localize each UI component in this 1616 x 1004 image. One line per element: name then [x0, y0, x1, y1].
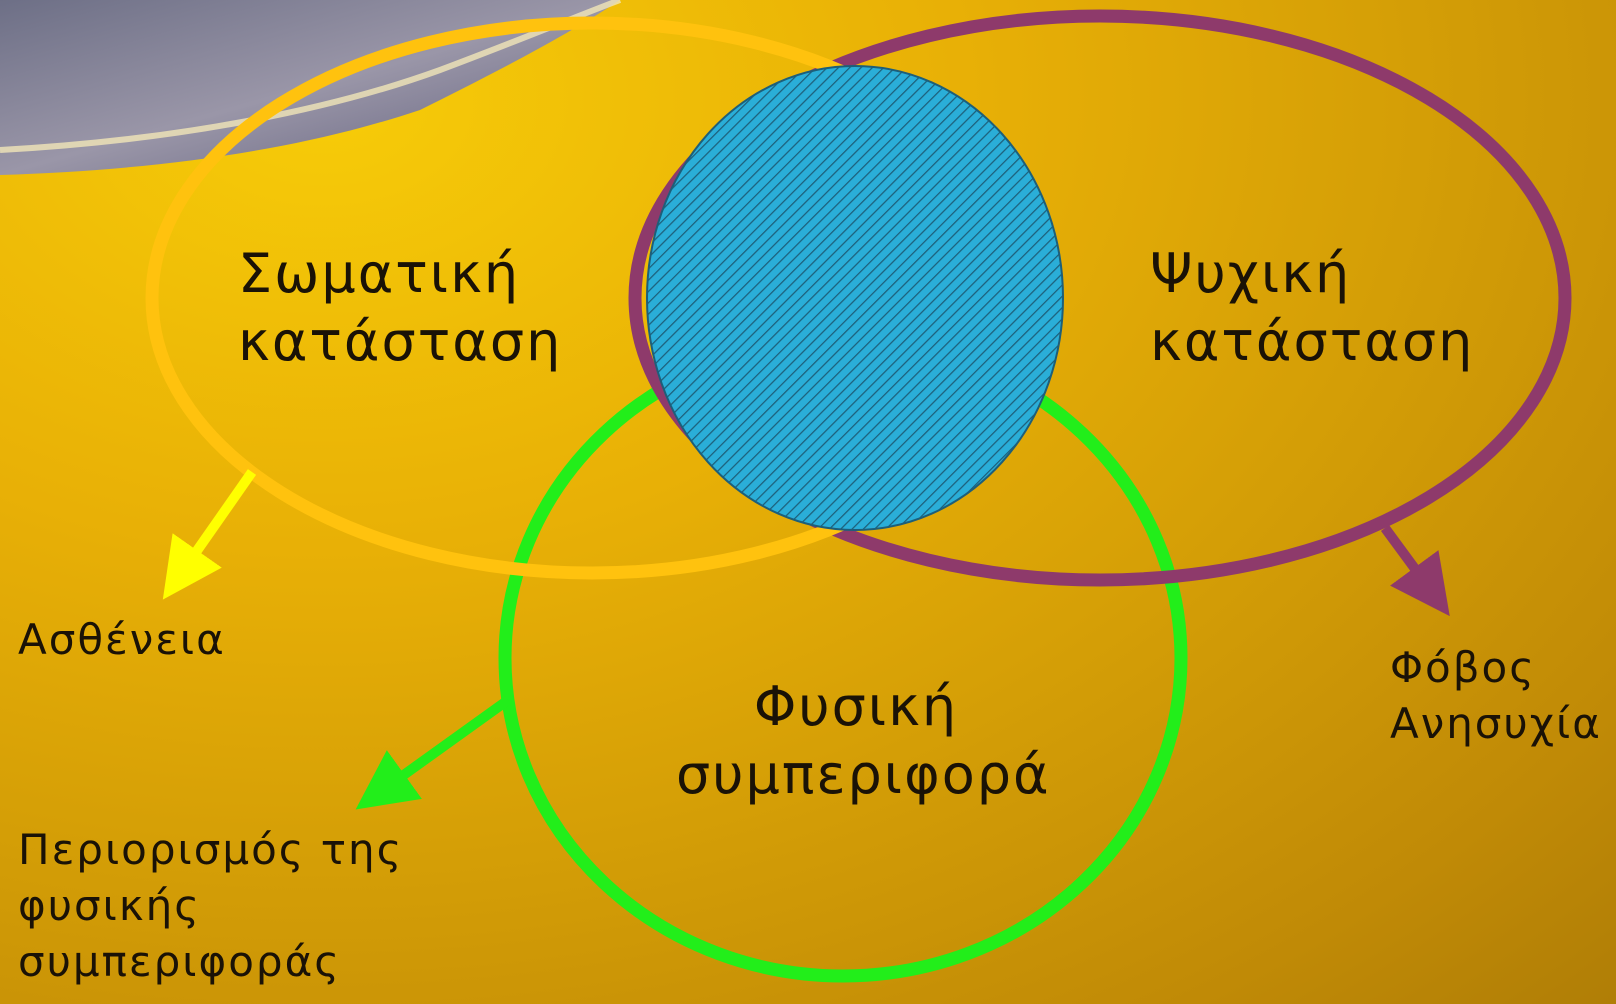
limitation-label: Περιορισμός της φυσικής συμπεριφοράς	[18, 822, 403, 990]
fear-worry-label: Φόβος Ανησυχία	[1390, 640, 1602, 752]
illness-label: Ασθένεια	[18, 612, 226, 668]
illness-arrow	[180, 472, 252, 575]
physical-state-label: Σωματική κατάσταση	[238, 240, 562, 376]
mental-state-label: Ψυχική κατάσταση	[1150, 240, 1474, 376]
limitation-arrow	[380, 700, 508, 792]
overlap-circle	[647, 66, 1063, 530]
fear-arrow	[1385, 528, 1432, 592]
physical-behavior-label: Φυσική συμπεριφορά	[676, 673, 1036, 809]
